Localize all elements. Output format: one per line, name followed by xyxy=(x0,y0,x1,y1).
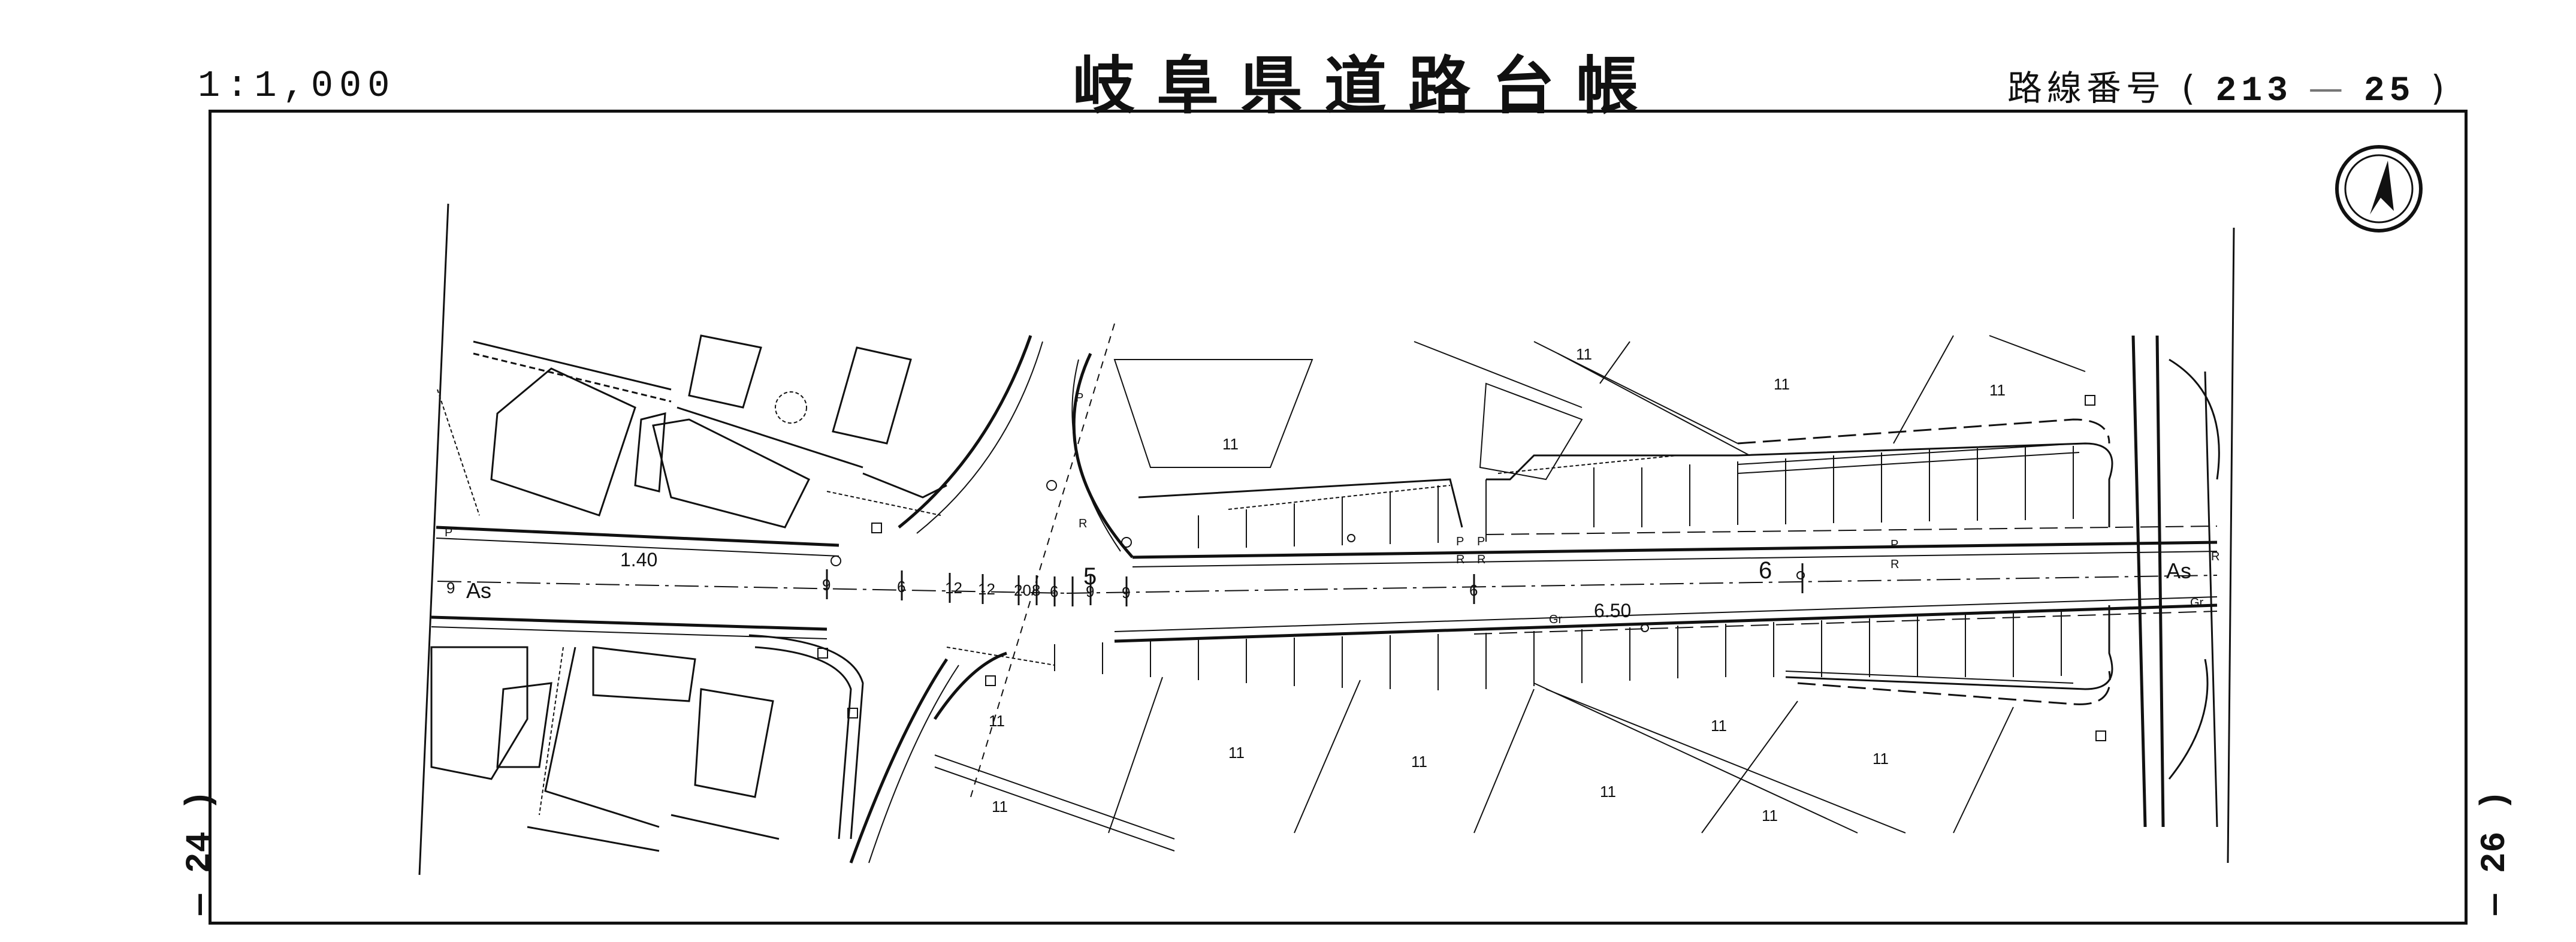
surface-label-east: As xyxy=(2166,558,2191,583)
ditch-code: R xyxy=(1477,553,1485,566)
ditch-code: R xyxy=(1891,558,1899,571)
route-section-value: 25 xyxy=(2363,72,2415,111)
road-width-mark: 12 xyxy=(945,579,962,597)
grade-mark-east: Gr xyxy=(2190,596,2204,609)
buildings-south-west xyxy=(430,634,864,852)
extent-line-right xyxy=(2227,227,2235,864)
map-scale: 1:1,000 xyxy=(198,65,396,107)
ditch-code: P xyxy=(1477,535,1485,548)
station-6-label: 6 xyxy=(1759,557,1772,584)
ditch-code: P xyxy=(1456,535,1464,548)
road-width-mark: 6 xyxy=(1050,582,1058,600)
road-width-mark: 9 xyxy=(1086,582,1094,600)
hedge-lines xyxy=(437,389,1678,816)
parcel-label: 11 xyxy=(1600,783,1616,801)
ditch-code: P xyxy=(445,526,452,539)
width-label-east: 6.50 xyxy=(1594,600,1631,621)
crossing-road xyxy=(849,323,1134,864)
parcel-label: 11 xyxy=(1989,381,2006,399)
station-5-label: 5 xyxy=(1083,563,1097,590)
slope-hatch-north xyxy=(1198,446,2074,548)
road-width-mark: 8 xyxy=(1032,581,1040,599)
parcel-label: 11 xyxy=(992,798,1008,816)
parcel-label: 11 xyxy=(989,712,1005,730)
road-width-mark: 9 xyxy=(446,579,455,597)
parcel-label: 11 xyxy=(1873,750,1889,768)
parcel-label: 11 xyxy=(1711,717,1727,735)
road-width-mark: 6 xyxy=(897,578,905,596)
road-width-mark: 6 xyxy=(1469,581,1478,599)
parcel-label: 11 xyxy=(1222,435,1239,453)
route-label: 路線番号 xyxy=(2007,68,2166,108)
road-width-mark: 12 xyxy=(978,580,995,598)
road-width-mark: 9 xyxy=(822,576,831,594)
parcel-label: 11 xyxy=(1774,375,1790,393)
grade-mark: Gr xyxy=(1549,613,1563,626)
embankment-north xyxy=(1138,418,2113,528)
parcel-label: 11 xyxy=(1228,744,1245,762)
route-dash: — xyxy=(2308,68,2348,108)
station-ticks xyxy=(826,563,1804,606)
map-frame xyxy=(209,110,2468,925)
main-road-east xyxy=(1066,526,2218,643)
parcel-label: 11 xyxy=(1762,807,1778,825)
right-side-road xyxy=(2131,335,2220,828)
utility-markers xyxy=(775,391,2106,741)
north-arrow-icon xyxy=(2335,145,2423,233)
ditch-code: R xyxy=(2211,550,2219,563)
ditch-code: R xyxy=(1079,517,1087,530)
ditch-code: R xyxy=(1456,553,1464,566)
road-width-mark: 9 xyxy=(1122,584,1130,602)
road-width-mark: 20 xyxy=(1014,581,1031,599)
buildings-north-west xyxy=(473,334,947,529)
slope-hatch-south xyxy=(1054,611,2062,690)
ditch-code: P xyxy=(1076,391,1083,404)
route-number-value: 213 xyxy=(2215,72,2293,111)
parcel-label: 11 xyxy=(1411,753,1427,771)
extent-line-left xyxy=(418,203,449,875)
main-road-west xyxy=(431,526,1067,639)
parcel-label: 11 xyxy=(1576,345,1592,363)
parcel-lines xyxy=(934,335,2086,852)
ditch-code: P xyxy=(1891,538,1898,551)
embankment-south xyxy=(1785,605,2113,705)
route-number: 路線番号 ( 213 — 25 ) xyxy=(2007,68,2450,111)
surface-label-west: As xyxy=(466,578,491,603)
width-label-west: 1.40 xyxy=(620,549,657,570)
